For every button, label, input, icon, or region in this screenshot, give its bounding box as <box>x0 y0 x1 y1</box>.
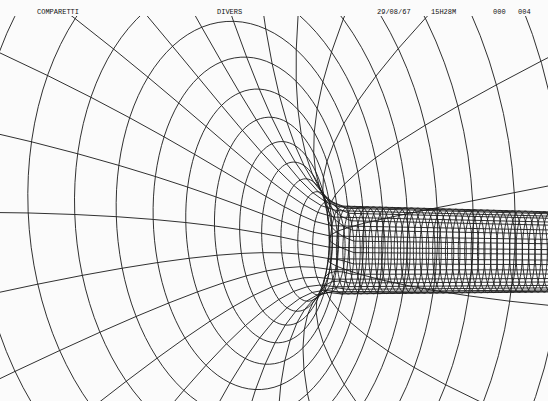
meridian-line <box>84 16 548 212</box>
ring-line <box>356 207 379 294</box>
ring-line <box>413 208 435 293</box>
meridian-line <box>323 16 548 234</box>
meridian-line <box>243 16 548 214</box>
ring-line <box>490 210 510 292</box>
ring-line <box>497 211 516 293</box>
meridian-line <box>0 16 548 213</box>
ring-line <box>484 210 504 292</box>
ring-line <box>401 208 423 293</box>
header-field: 004 <box>517 8 532 16</box>
ring-line <box>407 208 429 293</box>
ring-line <box>439 209 460 293</box>
ring-line <box>471 210 491 293</box>
meridian-line <box>303 288 548 401</box>
meridian-line <box>277 291 548 401</box>
meridian-line <box>0 267 548 401</box>
ring-line <box>465 210 485 293</box>
ring-line <box>477 210 497 293</box>
ring-line <box>116 21 364 401</box>
mesh-lines <box>0 16 548 401</box>
ring-line <box>214 117 332 343</box>
ring-line <box>420 208 442 293</box>
meridian-line <box>314 16 548 225</box>
meridian-line <box>0 16 548 222</box>
header-field: DIVERS <box>216 8 243 16</box>
meridian-line <box>0 277 548 401</box>
meridian-line <box>0 16 548 216</box>
ring-line <box>458 210 478 293</box>
ring-line <box>445 209 466 293</box>
ring-line <box>0 16 548 401</box>
meridian-line <box>327 16 548 244</box>
ring-line <box>0 16 438 401</box>
ring-line <box>452 209 473 293</box>
meridian-line <box>196 292 548 401</box>
meridian-line <box>0 253 548 401</box>
ring-line <box>186 89 339 364</box>
meridian-line <box>316 281 548 401</box>
ring-line <box>426 209 447 293</box>
header-field: 000 <box>492 8 507 16</box>
meridian-line <box>0 63 548 240</box>
meridian-line <box>0 285 548 401</box>
header-field: COMPARETTI <box>36 8 80 16</box>
ring-line <box>330 206 354 294</box>
ring-line <box>433 209 454 293</box>
ring-line <box>542 212 548 292</box>
header-field: 15H28M <box>430 8 457 16</box>
header-field: 29/08/67 <box>376 8 412 16</box>
meridian-line <box>36 290 548 401</box>
ring-line <box>349 207 372 294</box>
